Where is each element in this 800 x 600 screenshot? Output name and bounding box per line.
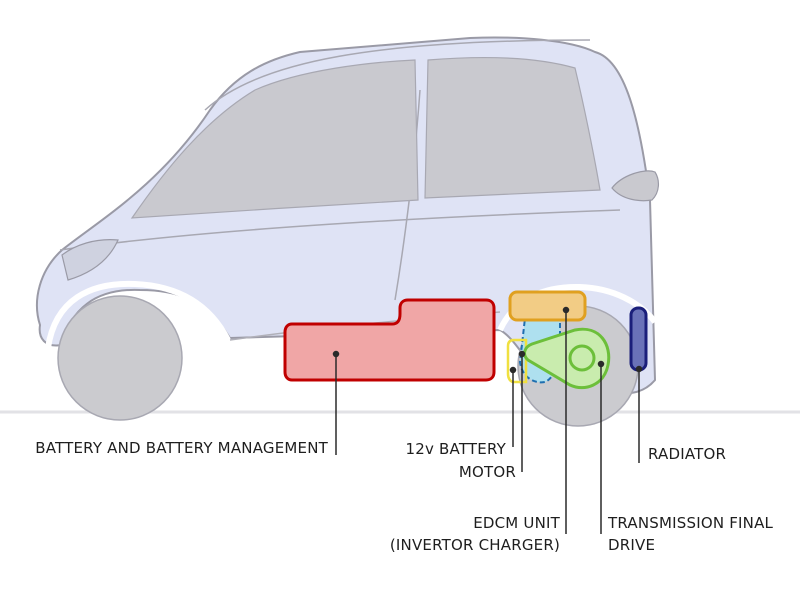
edcm-label-line1: EDCM UNIT [473, 514, 560, 532]
transmission-label-line1: TRANSMISSION FINAL [608, 514, 774, 532]
battery-label: BATTERY AND BATTERY MANAGEMENT [0, 437, 328, 459]
radiator-shape [629, 306, 648, 372]
front-wheel-arch [45, 280, 231, 349]
rear-window [424, 57, 601, 199]
battery12v-label: 12v BATTERY [360, 438, 506, 460]
front-wheel [57, 295, 183, 421]
battery12v-label-text: 12v BATTERY [405, 440, 506, 458]
edcm-shape [508, 290, 587, 322]
motor-leader-dot [518, 350, 526, 358]
motor-label: MOTOR [400, 461, 516, 483]
battery-leader-dot [332, 350, 340, 358]
motor-label-text: MOTOR [458, 463, 516, 481]
belt-line [59, 209, 621, 251]
edcm-label-line2: (INVERTOR CHARGER) [389, 536, 560, 554]
edcm-label: EDCM UNIT (INVERTOR CHARGER) [340, 512, 560, 556]
transmission-label: TRANSMISSION FINAL DRIVE [608, 512, 798, 556]
edcm-leader-dot [562, 306, 570, 314]
battery-label-text: BATTERY AND BATTERY MANAGEMENT [35, 439, 328, 457]
front-window [130, 59, 419, 219]
headlight [61, 239, 119, 281]
roof-line [204, 39, 591, 111]
battery12v-shape [506, 338, 528, 384]
transmission-label-line2: DRIVE [608, 536, 656, 554]
transmission-gear [568, 344, 596, 372]
battery12v-leader-dot [509, 366, 517, 374]
radiator-leader-dot [635, 365, 643, 373]
radiator-label-text: RADIATOR [648, 445, 727, 463]
radiator-label: RADIATOR [648, 443, 788, 465]
transmission-leader-dot [597, 360, 605, 368]
battery-pack-shape [283, 298, 496, 382]
side-mirror [611, 170, 659, 202]
